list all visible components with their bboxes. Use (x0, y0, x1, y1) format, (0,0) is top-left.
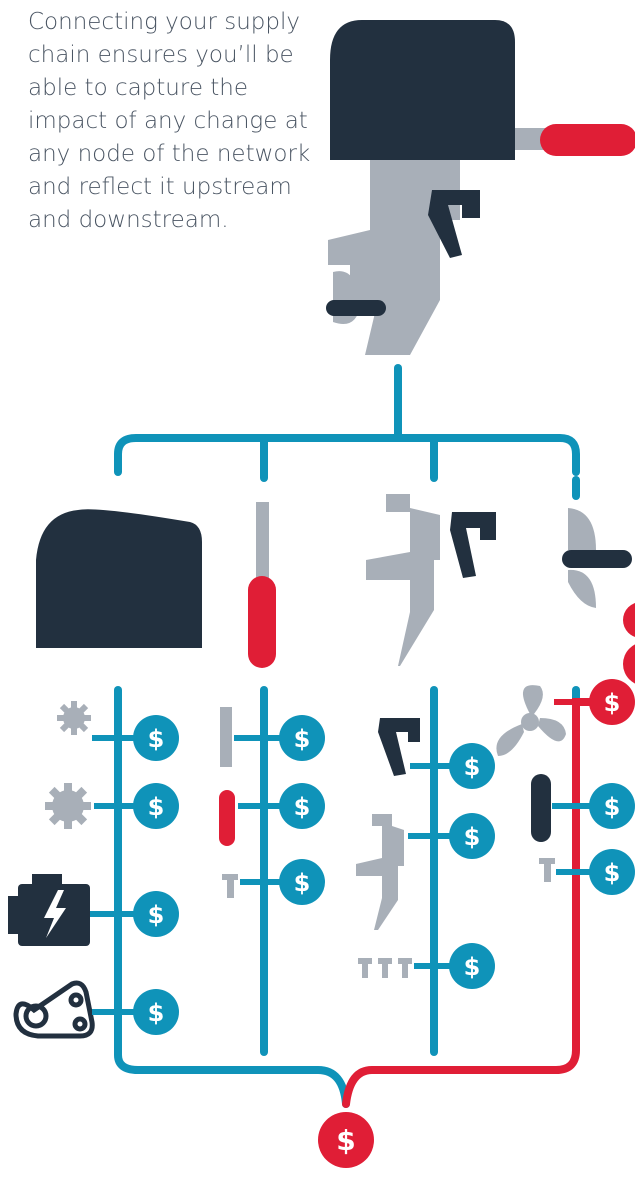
screw-icon (539, 858, 555, 882)
tiller-parts (219, 707, 264, 898)
engine-block-icon (8, 874, 90, 946)
dollar-icon: $ (589, 849, 635, 895)
propeller-blades-icon (496, 685, 566, 756)
gearcase-icon (356, 814, 404, 930)
dollar-icon: $ (449, 743, 495, 789)
small-gear-icon (57, 701, 91, 735)
dollar-icon: $ (589, 679, 635, 725)
downstream-connectors (118, 1024, 576, 1104)
svg-text:$: $ (294, 793, 311, 821)
svg-text:$: $ (294, 725, 311, 753)
svg-text:$: $ (604, 689, 621, 717)
svg-text:$: $ (464, 953, 481, 981)
dollar-icon: $ (133, 783, 179, 829)
svg-text:$: $ (604, 859, 621, 887)
dollar-icon: $ (589, 783, 635, 829)
red-drop-icons (623, 602, 635, 686)
dollar-icon: $ (279, 783, 325, 829)
screw-icon (222, 874, 238, 898)
screws-icon (358, 958, 412, 978)
red-grip-icon (219, 790, 235, 846)
gray-grip-icon (220, 707, 232, 767)
dollar-icon: $ (133, 989, 179, 1035)
svg-text:$: $ (148, 793, 165, 821)
dollar-icon: $ (449, 813, 495, 859)
dollar-icon: $ (133, 891, 179, 937)
propeller-parts (496, 685, 600, 882)
upstream-connectors (118, 368, 576, 496)
shaft-bar-icon (531, 774, 551, 842)
svg-text:$: $ (148, 999, 165, 1027)
svg-text:$: $ (604, 793, 621, 821)
dollar-icon: $ (449, 943, 495, 989)
total-cost-icon: $ (318, 1112, 374, 1168)
dollar-icon: $ (279, 859, 325, 905)
engine-cover-parts (8, 701, 118, 1036)
dollar-icon: $ (133, 715, 179, 761)
lower-unit-parts (356, 718, 434, 978)
svg-text:$: $ (336, 1124, 355, 1157)
tiller-handle-icon (248, 502, 276, 668)
outboard-motor-icon (326, 20, 635, 355)
svg-text:$: $ (148, 725, 165, 753)
svg-text:$: $ (464, 823, 481, 851)
lower-unit-icon (366, 494, 496, 666)
timing-belt-icon (16, 983, 92, 1036)
svg-text:$: $ (148, 901, 165, 929)
dollar-icon: $ (279, 715, 325, 761)
svg-text:$: $ (294, 869, 311, 897)
large-gear-icon (45, 783, 91, 829)
component-connectors (118, 690, 590, 1052)
engine-cover-icon (36, 509, 202, 648)
svg-text:$: $ (464, 753, 481, 781)
propeller-icon (562, 508, 632, 608)
